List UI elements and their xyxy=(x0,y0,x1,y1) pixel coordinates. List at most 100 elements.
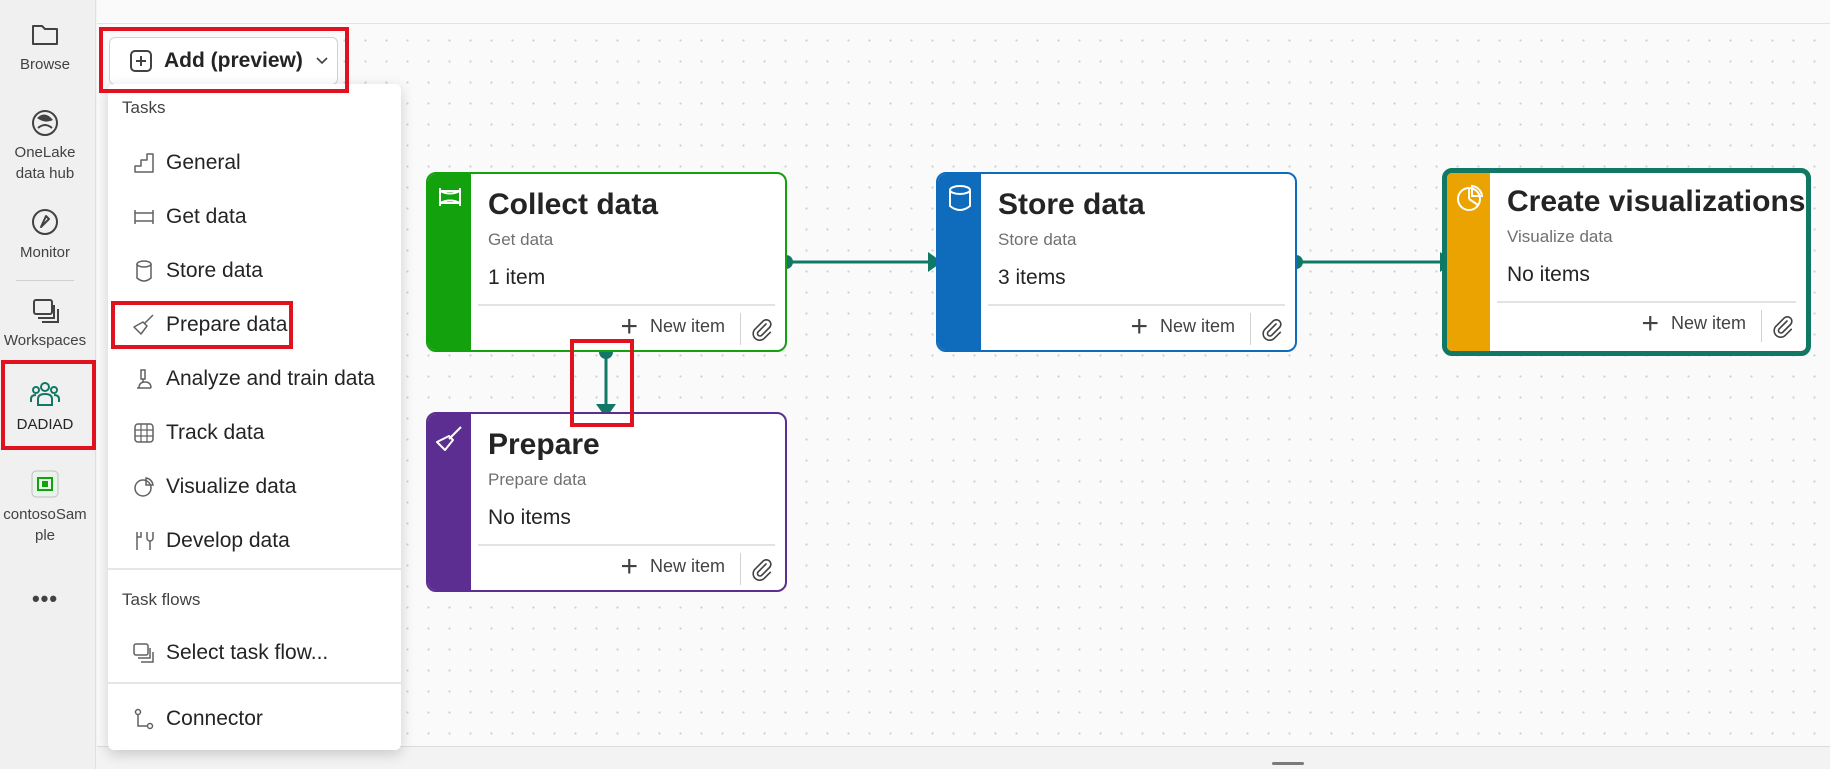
workspace-app-icon xyxy=(31,470,59,498)
menu-item-prepare-data[interactable]: Prepare data xyxy=(108,302,401,348)
new-item-label: New item xyxy=(649,556,725,576)
attach-icon[interactable] xyxy=(751,559,773,581)
track-data-icon xyxy=(134,423,154,443)
card-color-strip xyxy=(938,174,981,350)
menu-item-general[interactable]: General xyxy=(108,140,401,186)
menu-section-tasks: Tasks xyxy=(122,98,166,117)
rail-label: OneLake data hub xyxy=(14,144,76,182)
attach-icon[interactable] xyxy=(1261,319,1283,341)
add-preview-button[interactable]: Add (preview) xyxy=(109,37,338,85)
folder-icon xyxy=(32,25,58,45)
canvas-bottom-bar xyxy=(97,746,1830,769)
canvas-top-bar xyxy=(97,0,1830,24)
people-icon xyxy=(30,382,60,406)
plus-icon: + xyxy=(620,309,638,343)
menu-item-label: Select task flow... xyxy=(166,641,329,664)
card-item-count[interactable]: No items xyxy=(488,506,571,529)
rail-item-browse[interactable]: Browse xyxy=(0,18,90,75)
card-separator xyxy=(740,553,741,585)
card-separator xyxy=(740,313,741,345)
new-item-button[interactable]: +New item xyxy=(620,309,725,343)
store-data-icon xyxy=(136,260,152,282)
connector-collect-to-prepare[interactable] xyxy=(596,345,616,418)
rail-item-contososample[interactable]: contosoSam ple xyxy=(0,468,90,546)
menu-item-select-task-flow[interactable]: Select task flow... xyxy=(108,630,401,676)
card-divider xyxy=(1497,301,1796,303)
card-divider xyxy=(988,304,1285,306)
card-color-strip xyxy=(1447,173,1490,351)
menu-item-analyze-train[interactable]: Analyze and train data xyxy=(108,356,401,402)
rail-label: DADIAD xyxy=(16,416,74,433)
attach-icon[interactable] xyxy=(751,319,773,341)
connector-icon xyxy=(134,708,154,730)
plus-icon: + xyxy=(1641,306,1659,340)
card-color-strip xyxy=(428,414,471,590)
develop-icon xyxy=(136,532,154,550)
new-item-label: New item xyxy=(1670,313,1746,333)
task-card-store-data[interactable]: Store data Store data 3 items +New item xyxy=(936,172,1297,352)
menu-item-label: Connector xyxy=(166,707,263,730)
card-divider xyxy=(478,304,775,306)
prepare-data-icon xyxy=(133,314,154,335)
card-title: Create visualizations xyxy=(1507,185,1806,218)
store-data-icon xyxy=(949,185,971,211)
menu-item-track-data[interactable]: Track data xyxy=(108,410,401,456)
attach-icon[interactable] xyxy=(1772,316,1794,338)
visualize-icon xyxy=(134,477,154,497)
onelake-icon xyxy=(32,110,58,136)
get-data-icon xyxy=(134,210,154,224)
card-item-count[interactable]: 3 items xyxy=(998,266,1066,289)
rail-label: contosoSam ple xyxy=(3,506,87,544)
task-card-prepare[interactable]: Prepare Prepare data No items +New item xyxy=(426,412,787,592)
card-subtitle: Get data xyxy=(488,230,554,249)
card-item-count[interactable]: No items xyxy=(1507,263,1590,286)
add-dropdown-menu: Tasks General Get data Store data Prepar… xyxy=(108,84,401,750)
more-options-button[interactable]: ••• xyxy=(31,586,59,611)
new-item-button[interactable]: + New item xyxy=(620,549,725,583)
menu-item-get-data[interactable]: Get data xyxy=(108,194,401,240)
card-title: Prepare xyxy=(488,428,600,461)
chevron-down-icon xyxy=(315,53,329,69)
rail-label: Browse xyxy=(19,56,71,73)
menu-item-connector[interactable]: Connector xyxy=(108,696,401,742)
general-icon xyxy=(134,153,154,173)
menu-item-label: Visualize data xyxy=(166,475,297,498)
menu-item-label: General xyxy=(166,151,241,174)
add-preview-label: Add (preview) xyxy=(164,49,303,72)
menu-item-develop-data[interactable]: Develop data xyxy=(108,518,401,564)
rail-label: Workspaces xyxy=(3,332,87,349)
card-separator xyxy=(1250,313,1251,345)
menu-section-task-flows: Task flows xyxy=(122,590,201,609)
connector-collect-to-store[interactable] xyxy=(779,252,942,272)
plus-icon: + xyxy=(620,549,638,583)
resize-handle[interactable] xyxy=(1272,762,1304,765)
new-item-button[interactable]: + New item xyxy=(1130,309,1235,343)
menu-item-store-data[interactable]: Store data xyxy=(108,248,401,294)
visualize-icon xyxy=(1457,184,1484,211)
get-data-icon xyxy=(439,188,461,206)
rail-item-dadiad[interactable]: DADIAD xyxy=(0,378,90,435)
rail-label: Monitor xyxy=(19,244,71,261)
menu-item-label: Get data xyxy=(166,205,247,228)
rail-item-onelake[interactable]: OneLake data hub xyxy=(0,106,90,184)
task-card-collect-data[interactable]: Collect data Get data 1 item +New item xyxy=(426,172,787,352)
card-subtitle: Visualize data xyxy=(1507,227,1613,246)
menu-item-visualize-data[interactable]: Visualize data xyxy=(108,464,401,510)
plus-icon: + xyxy=(1130,309,1148,343)
task-card-create-visualizations[interactable]: Create visualizations Visualize data No … xyxy=(1442,168,1811,356)
card-item-count[interactable]: 1 item xyxy=(488,266,546,289)
card-color-strip xyxy=(428,174,471,350)
card-subtitle: Store data xyxy=(998,230,1077,249)
new-item-label: New item xyxy=(1159,316,1235,336)
card-divider xyxy=(478,544,775,546)
rail-item-workspaces[interactable]: Workspaces xyxy=(0,294,90,351)
left-navigation-rail: Browse OneLake data hub Monitor Workspac… xyxy=(0,0,96,769)
add-square-icon xyxy=(130,50,152,72)
card-separator xyxy=(1761,310,1762,342)
new-item-button[interactable]: + New item xyxy=(1641,306,1746,340)
connector-store-to-visualize[interactable] xyxy=(1289,252,1454,272)
rail-item-monitor[interactable]: Monitor xyxy=(0,206,90,263)
menu-separator xyxy=(108,568,401,570)
task-flow-icon xyxy=(133,643,154,663)
menu-item-label: Analyze and train data xyxy=(166,367,375,390)
